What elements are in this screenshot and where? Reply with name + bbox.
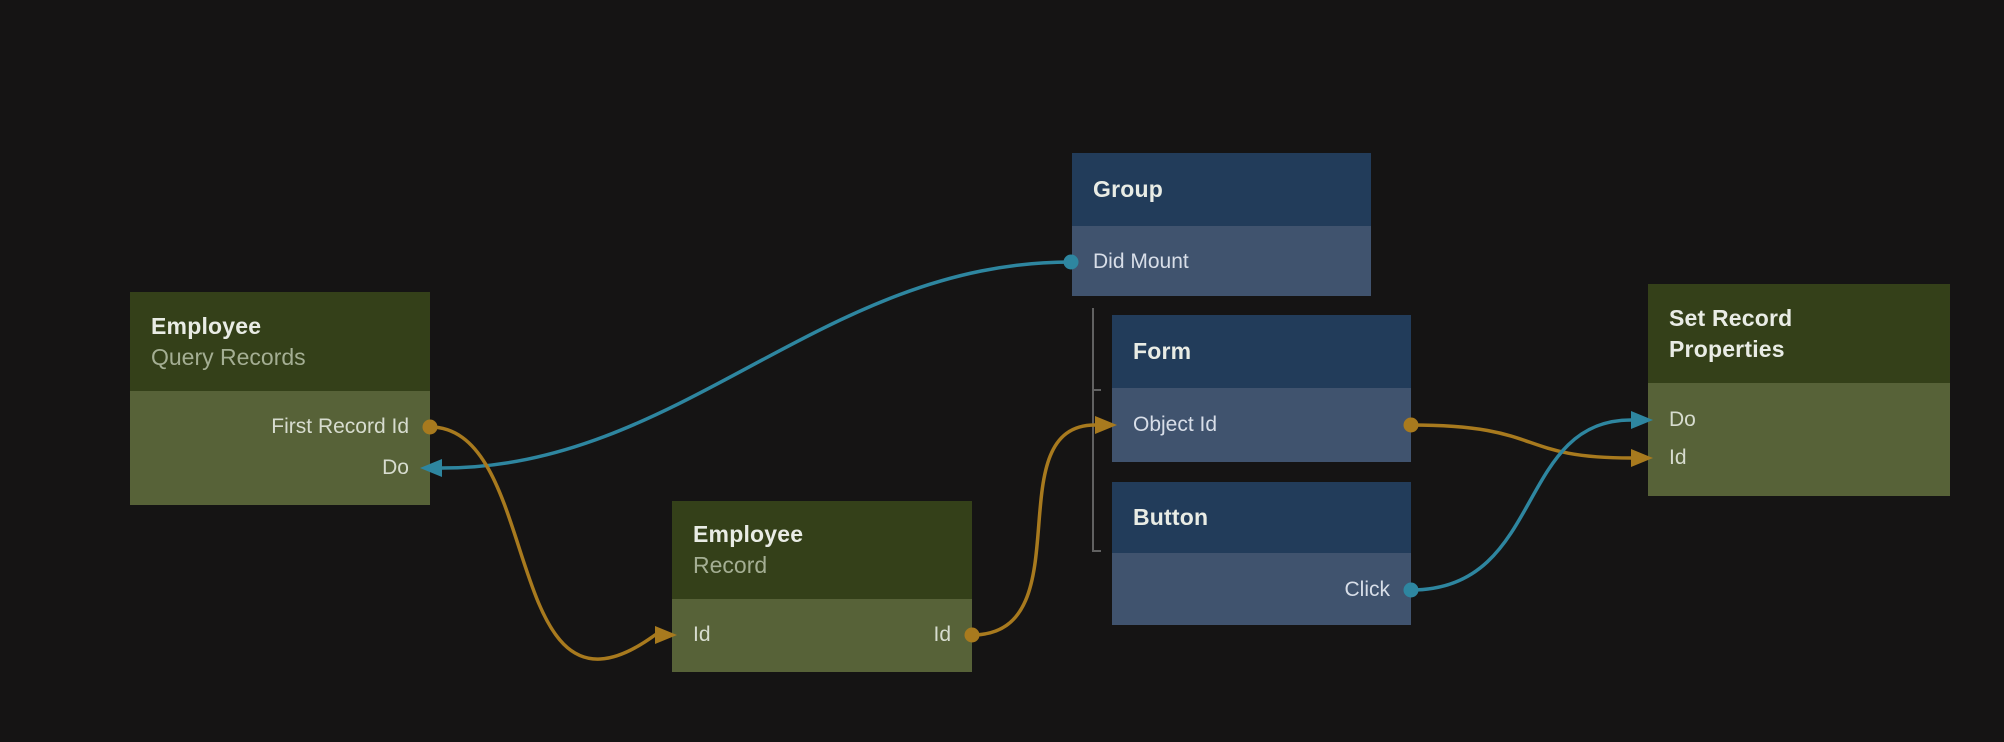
input-arrowhead-query-first-record-id-to-record-id[interactable] <box>655 626 677 644</box>
port-employee-record-id-out[interactable]: Id <box>933 623 951 646</box>
connection-button-click-to-set-record-do[interactable] <box>1409 418 1633 592</box>
node-title: Employee <box>151 312 262 339</box>
node-subtitle: Query Records <box>151 343 306 370</box>
node-subtitle: Record <box>693 552 768 578</box>
node-header: Form <box>1112 315 1411 388</box>
output-dot-button-click-to-set-record-do[interactable] <box>1403 582 1419 598</box>
connection-record-id-to-form-object-id[interactable] <box>970 423 1097 637</box>
port-set-record-properties-id[interactable]: Id <box>1669 446 1687 469</box>
node-title: Group <box>1093 176 1163 202</box>
output-dot-query-first-record-id-to-record-id[interactable] <box>422 419 438 435</box>
connection-form-object-id-to-set-record-id[interactable] <box>1409 423 1633 460</box>
port-set-record-properties-do[interactable]: Do <box>1669 408 1696 431</box>
node-title: Set Record <box>1669 304 1793 331</box>
output-dot-record-id-to-form-object-id[interactable] <box>964 627 980 643</box>
port-employee-query-records-do[interactable]: Do <box>382 456 409 479</box>
node-body: Object Id <box>1112 388 1411 462</box>
port-form-object-id[interactable]: Object Id <box>1133 413 1218 436</box>
node-header: Group <box>1072 153 1371 226</box>
node-title: Employee <box>693 521 804 547</box>
node-body: Did Mount <box>1072 226 1371 296</box>
input-arrowhead-form-object-id-to-set-record-id[interactable] <box>1631 449 1653 467</box>
node-title: Properties <box>1669 335 1785 362</box>
node-title: Button <box>1133 504 1209 530</box>
port-button-click[interactable]: Click <box>1344 578 1391 601</box>
input-arrowhead-record-id-to-form-object-id[interactable] <box>1095 416 1117 434</box>
input-arrowhead-button-click-to-set-record-do[interactable] <box>1631 411 1653 429</box>
node-title: Form <box>1133 338 1192 364</box>
node-body: Id Id <box>672 599 972 672</box>
output-dot-group-did-mount-to-query-do[interactable] <box>1063 254 1079 270</box>
port-employee-query-records-first-record-id[interactable]: First Record Id <box>271 415 409 438</box>
port-group-did-mount[interactable]: Did Mount <box>1093 250 1189 273</box>
input-arrowhead-group-did-mount-to-query-do[interactable] <box>420 459 442 477</box>
node-body: Click <box>1112 553 1411 625</box>
port-employee-record-id-in[interactable]: Id <box>693 623 711 646</box>
connection-group-did-mount-to-query-do[interactable] <box>440 260 1073 470</box>
output-dot-form-object-id-to-set-record-id[interactable] <box>1403 417 1419 433</box>
connection-query-first-record-id-to-record-id[interactable] <box>428 425 657 661</box>
node-header: Button <box>1112 482 1411 553</box>
node-body: First Record Id Do <box>130 391 430 505</box>
